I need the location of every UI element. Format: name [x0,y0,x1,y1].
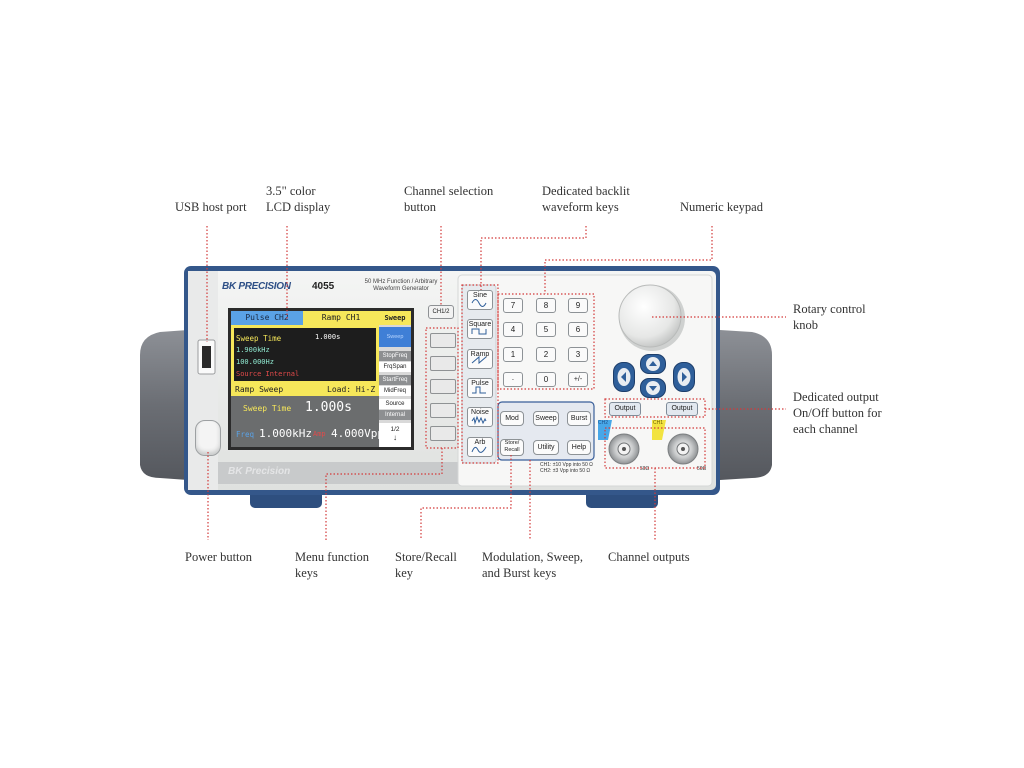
arrow-down-icon [646,381,660,395]
lcd-param-row [231,396,379,422]
lcd-load: Load: Hi-Z [327,385,376,394]
lcd-sweep-time-label: Sweep Time [236,334,282,343]
arrow-right-icon [677,368,691,386]
pulse-icon [472,386,486,394]
lcd-tab-ramp-ch1: Ramp CH1 [303,311,379,325]
arrow-right-button[interactable] [673,362,695,392]
lcd-softkey-midfreq: MidFreq [379,386,411,396]
lcd-freq-amp-row [231,422,379,447]
lcd-sweep-time-value: 1.000s [315,333,341,341]
sine-icon [471,299,487,307]
keypad-2[interactable]: 2 [536,347,556,362]
lcd-freq-value: 1.000kHz [259,427,312,440]
lcd-freq-1: 1.900kHz [236,346,270,354]
left-side-strip [188,271,218,490]
arrow-up-button[interactable] [640,354,666,374]
lcd-param-label: Sweep Time [243,404,292,413]
lcd-plot-area [234,328,376,381]
keypad-plus-minus[interactable]: +/- [568,372,588,387]
callout-channel-outputs: Channel outputs [608,550,690,564]
menu-key-1[interactable] [430,333,456,348]
sweep-key[interactable]: Sweep [533,411,559,426]
burst-key[interactable]: Burst [567,411,591,426]
lcd-softkey-stopfreq: StopFreq [379,351,411,361]
lcd-softkey-frqspan: FrqSpan [379,362,411,372]
menu-key-5[interactable] [430,426,456,441]
lcd-softkey-source: Source [379,399,411,409]
callout-waveform-keys: Dedicated backlit waveform keys [542,184,630,214]
callout-menu-keys: Menu function keys [295,550,369,580]
callout-mod-sweep-burst: Modulation, Sweep, and Burst keys [482,550,584,580]
model-number: 4055 [312,281,335,292]
lcd-softkey-sweep: Sweep [379,327,411,347]
callout-rotary-knob: Rotary control knob [793,302,866,332]
keypad-1[interactable]: 1 [503,347,523,362]
lcd-softkey-internal: Internal [379,410,411,420]
lcd-tab-pulse-ch2: Pulse CH2 [231,311,303,325]
base-brand-text: BK Precision [228,466,291,477]
lcd-mode-strip [231,383,379,396]
arb-icon [471,446,487,453]
lcd-freq-label: Freq [236,430,255,439]
lcd-amp-value: 4.000Vpp [331,427,384,440]
callout-power-button: Power button [185,550,253,564]
ch2-label: CH2 [598,420,609,426]
menu-key-3[interactable] [430,379,456,394]
brand-logo: BK PRECISION [222,281,291,292]
ch1-label: CH1 [653,420,664,426]
help-key[interactable]: Help [567,440,591,455]
keypad-decimal[interactable]: · [503,372,523,387]
callout-channel-selection: Channel selection button [404,184,494,214]
ramp-icon [471,355,487,365]
callout-numeric-keypad: Numeric keypad [680,200,763,214]
arrow-up-icon [646,357,660,371]
menu-key-2[interactable] [430,356,456,371]
callout-store-recall: Store/Recall key [395,550,457,580]
right-handle-grip [720,330,772,480]
ch2-impedance-label: 50Ω [640,466,650,472]
keypad-7[interactable]: 7 [503,298,523,313]
lcd-amp-label: Amp [313,430,326,438]
callout-usb-host-port: USB host port [175,200,247,214]
left-handle-grip [140,330,188,480]
lcd-freq-2: 100.000Hz [236,358,274,366]
output-ch1-button[interactable]: Output [666,402,698,416]
store-recall-key[interactable]: Store/ Recall [500,439,524,456]
output-ch2-button[interactable]: Output [609,402,641,416]
power-button[interactable] [195,420,221,456]
arrow-down-button[interactable] [640,378,666,398]
keypad-5[interactable]: 5 [536,322,556,337]
square-icon [471,328,487,335]
lcd-mode: Ramp Sweep [235,385,284,394]
utility-key[interactable]: Utility [533,440,559,455]
callout-output-button: Dedicated output On/Off button for each … [793,390,882,436]
channel-select-button[interactable]: CH1/2 [428,305,454,319]
lcd-softkey-sweep-title: Sweep [379,311,411,325]
keypad-6[interactable]: 6 [568,322,588,337]
lcd-down-arrow-icon: ↓ [393,433,397,442]
arrow-left-button[interactable] [613,362,635,392]
lcd-screen: Pulse CH2 Ramp CH1 Sweep Time 1.000s 1.9… [231,311,411,447]
noise-icon [471,415,487,425]
callout-lcd-display: 3.5" color LCD display [266,184,331,214]
lcd-source: Source Internal [236,370,300,378]
device-subtitle: 50 MHz Function / Arbitrary Waveform Gen… [364,279,438,292]
keypad-8[interactable]: 8 [536,298,556,313]
mod-key[interactable]: Mod [500,411,524,426]
arrow-left-icon [617,368,631,386]
waveform-key-glyphs [471,299,487,453]
keypad-0[interactable]: 0 [536,372,556,387]
rotary-knob [618,284,682,348]
lcd-param-value: 1.000s [305,400,352,415]
output-spec-text: CH1: ±10 Vpp into 50 Ω CH2: ±3 Vpp into … [540,462,593,474]
ch1-impedance-label: 50Ω [697,466,707,472]
keypad-4[interactable]: 4 [503,322,523,337]
lcd-softkey-page: 1/2 ↓ [379,423,411,447]
keypad-9[interactable]: 9 [568,298,588,313]
lcd-softkey-startfreq: StartFreq [379,375,411,385]
menu-key-4[interactable] [430,403,456,418]
keypad-3[interactable]: 3 [568,347,588,362]
